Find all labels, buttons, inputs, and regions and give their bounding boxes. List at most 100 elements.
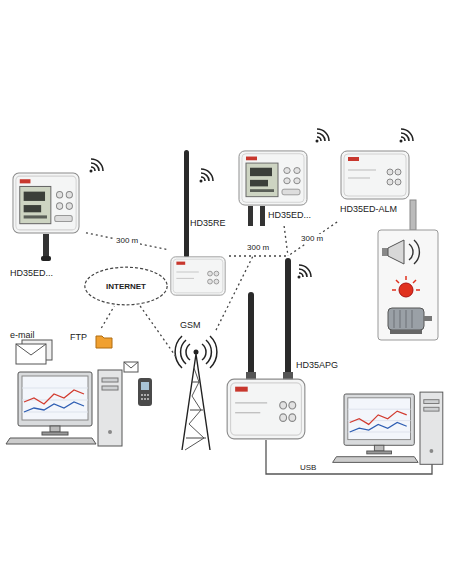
gsm-tower bbox=[175, 336, 182, 368]
mobile-phone bbox=[147, 398, 149, 400]
wifi-symbol bbox=[298, 265, 312, 279]
logger-left bbox=[41, 256, 51, 261]
gsm-tower bbox=[181, 340, 186, 364]
wifi-symbol bbox=[90, 159, 104, 173]
email-computer bbox=[16, 344, 46, 364]
alarm-logger bbox=[424, 316, 432, 321]
alarm-logger bbox=[413, 280, 416, 283]
base-station bbox=[227, 379, 305, 439]
gsm-tower bbox=[202, 344, 206, 360]
distance-label: 300 m bbox=[114, 236, 140, 246]
device-node: HD35ED... bbox=[234, 146, 324, 226]
device-label: HD35ED... bbox=[10, 268, 53, 279]
mobile-phone bbox=[124, 362, 152, 406]
mobile-phone bbox=[124, 362, 138, 372]
alarm-logger bbox=[400, 310, 401, 328]
radio-link bbox=[216, 256, 253, 330]
distance-label: 300 m bbox=[245, 243, 271, 253]
gsm-tower bbox=[186, 438, 206, 439]
logger-left bbox=[13, 173, 79, 233]
mobile-phone bbox=[147, 394, 149, 396]
mobile-phone bbox=[124, 362, 138, 368]
alarm-logger bbox=[378, 230, 438, 340]
gsm-tower bbox=[182, 354, 210, 450]
mobile-phone bbox=[141, 394, 143, 396]
internet-cloud: INTERNET bbox=[84, 266, 168, 306]
radio-link bbox=[288, 222, 337, 256]
device-label: HD35ED... bbox=[268, 210, 311, 221]
device-label: GSM bbox=[180, 320, 201, 331]
wifi-symbol bbox=[200, 169, 214, 183]
alarm-logger bbox=[388, 308, 424, 330]
alarm-logger bbox=[399, 283, 413, 297]
device-label: FTP bbox=[70, 332, 87, 343]
cloud-label: INTERNET bbox=[106, 281, 146, 292]
alarm-logger bbox=[390, 330, 422, 334]
device-label: e-mail bbox=[10, 330, 35, 341]
logger-left bbox=[43, 234, 49, 258]
wifi-symbol bbox=[90, 129, 414, 279]
gsm-tower bbox=[192, 382, 200, 383]
device-node: HD35ED... bbox=[6, 168, 86, 281]
repeater bbox=[171, 257, 225, 295]
logger-middle bbox=[260, 206, 265, 226]
distance-label: 300 m bbox=[299, 234, 325, 244]
wifi-symbol bbox=[316, 129, 330, 143]
logger-left bbox=[13, 173, 79, 261]
device-node: e-mail FTP bbox=[5, 328, 125, 452]
email-computer bbox=[16, 344, 46, 355]
alarm-logger bbox=[409, 244, 413, 260]
alarm-logger bbox=[410, 200, 416, 230]
gsm-tower bbox=[210, 336, 217, 368]
mobile-phone bbox=[144, 398, 146, 400]
mobile-phone bbox=[144, 394, 146, 396]
mobile-phone bbox=[141, 398, 143, 400]
device-label: HD35ED-ALM bbox=[340, 204, 397, 215]
alarm-logger bbox=[341, 151, 438, 340]
alarm-logger bbox=[394, 310, 395, 328]
mobile-phone bbox=[138, 378, 152, 406]
email-computer bbox=[6, 370, 122, 446]
gsm-tower bbox=[194, 350, 199, 355]
base-station bbox=[248, 292, 254, 380]
cloud-outline bbox=[85, 267, 167, 305]
device-node: HD35RE bbox=[168, 212, 229, 300]
logger-middle bbox=[248, 206, 253, 226]
device-label: HD35APG bbox=[296, 360, 338, 371]
alarm-logger bbox=[414, 240, 419, 264]
radio-link bbox=[284, 226, 288, 256]
device-label: HD35RE bbox=[190, 218, 226, 229]
repeater bbox=[171, 150, 225, 295]
alarm-logger bbox=[341, 151, 409, 199]
mobile-phone bbox=[141, 382, 149, 390]
wifi-symbol bbox=[400, 129, 414, 143]
gsm-tower bbox=[206, 340, 211, 364]
email-computer bbox=[6, 336, 122, 446]
gsm-tower bbox=[186, 344, 190, 360]
radio-link bbox=[86, 233, 168, 250]
radio-link bbox=[101, 306, 114, 328]
repeater bbox=[184, 150, 189, 258]
alarm-logger bbox=[392, 289, 396, 291]
port-label: USB bbox=[300, 462, 316, 473]
alarm-logger bbox=[412, 310, 413, 328]
gsm-tower bbox=[175, 336, 217, 450]
radio-link bbox=[229, 255, 288, 256]
gsm-tower bbox=[190, 410, 203, 411]
alarm-logger bbox=[396, 280, 399, 283]
base-station bbox=[285, 258, 291, 380]
device-node: GSM bbox=[176, 318, 216, 452]
device-node: HD35ED-ALM bbox=[336, 146, 448, 222]
alarm-logger bbox=[382, 248, 388, 256]
logger-middle bbox=[239, 151, 307, 205]
alarm-logger bbox=[416, 289, 420, 291]
usb-computer bbox=[333, 392, 443, 464]
email-computer bbox=[96, 336, 112, 348]
alarm-logger bbox=[405, 276, 407, 280]
radio-link bbox=[140, 306, 176, 357]
device-node: HD35APG bbox=[222, 256, 346, 444]
alarm-logger bbox=[388, 240, 404, 264]
